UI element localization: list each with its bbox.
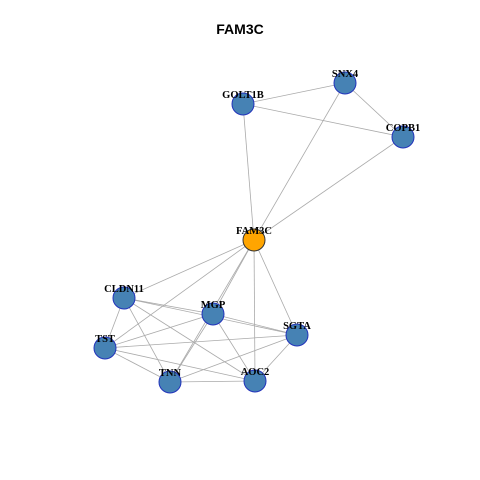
edge-fam3c-sgta: [253, 239, 298, 336]
node-tnn[interactable]: [158, 370, 182, 394]
node-copb1[interactable]: [391, 125, 415, 149]
node-label-fam3c: FAM3C: [236, 226, 272, 237]
edge-fam3c-tst: [104, 239, 255, 349]
edge-tnn-sgta: [169, 334, 298, 383]
edge-tnn-aoc2: [169, 380, 256, 383]
edge-snx4-copb1: [344, 82, 404, 138]
node-label-cldn11: CLDN11: [104, 284, 144, 295]
edge-golt1b-fam3c: [242, 103, 255, 241]
edge-mgp-aoc2: [212, 313, 256, 382]
node-fam3c[interactable]: [242, 228, 266, 252]
node-mgp[interactable]: [201, 302, 225, 326]
edge-copb1-fam3c: [253, 136, 404, 241]
edge-fam3c-aoc2: [253, 239, 256, 382]
edge-mgp-tnn: [169, 313, 214, 383]
edge-tst-aoc2: [104, 347, 256, 382]
node-label-golt1b: GOLT1B: [222, 90, 264, 101]
node-label-aoc2: AOC2: [241, 367, 270, 378]
node-tst[interactable]: [93, 336, 117, 360]
node-label-copb1: COPB1: [386, 123, 420, 134]
edge-cldn11-mgp: [123, 297, 214, 315]
edge-tst-sgta: [104, 334, 298, 349]
node-label-snx4: SNX4: [332, 69, 359, 80]
edge-tst-tnn: [104, 347, 171, 383]
node-label-mgp: MGP: [201, 300, 226, 311]
edges-layer: [104, 82, 404, 383]
edge-cldn11-aoc2: [123, 297, 256, 382]
edge-fam3c-cldn11: [123, 239, 255, 299]
edge-golt1b-snx4: [242, 82, 346, 105]
edge-snx4-fam3c: [253, 82, 346, 241]
edge-cldn11-tnn: [123, 297, 171, 383]
node-golt1b[interactable]: [231, 92, 255, 116]
node-aoc2[interactable]: [243, 369, 267, 393]
node-label-tst: TST: [95, 334, 115, 345]
nodes-layer: [93, 71, 415, 394]
edge-mgp-tst: [104, 313, 214, 349]
node-snx4[interactable]: [333, 71, 357, 95]
node-label-sgta: SGTA: [283, 321, 311, 332]
node-sgta[interactable]: [285, 323, 309, 347]
graph-title: FAM3C: [216, 21, 264, 37]
edge-mgp-sgta: [212, 313, 298, 336]
node-cldn11[interactable]: [112, 286, 136, 310]
node-label-tnn: TNN: [159, 368, 182, 379]
